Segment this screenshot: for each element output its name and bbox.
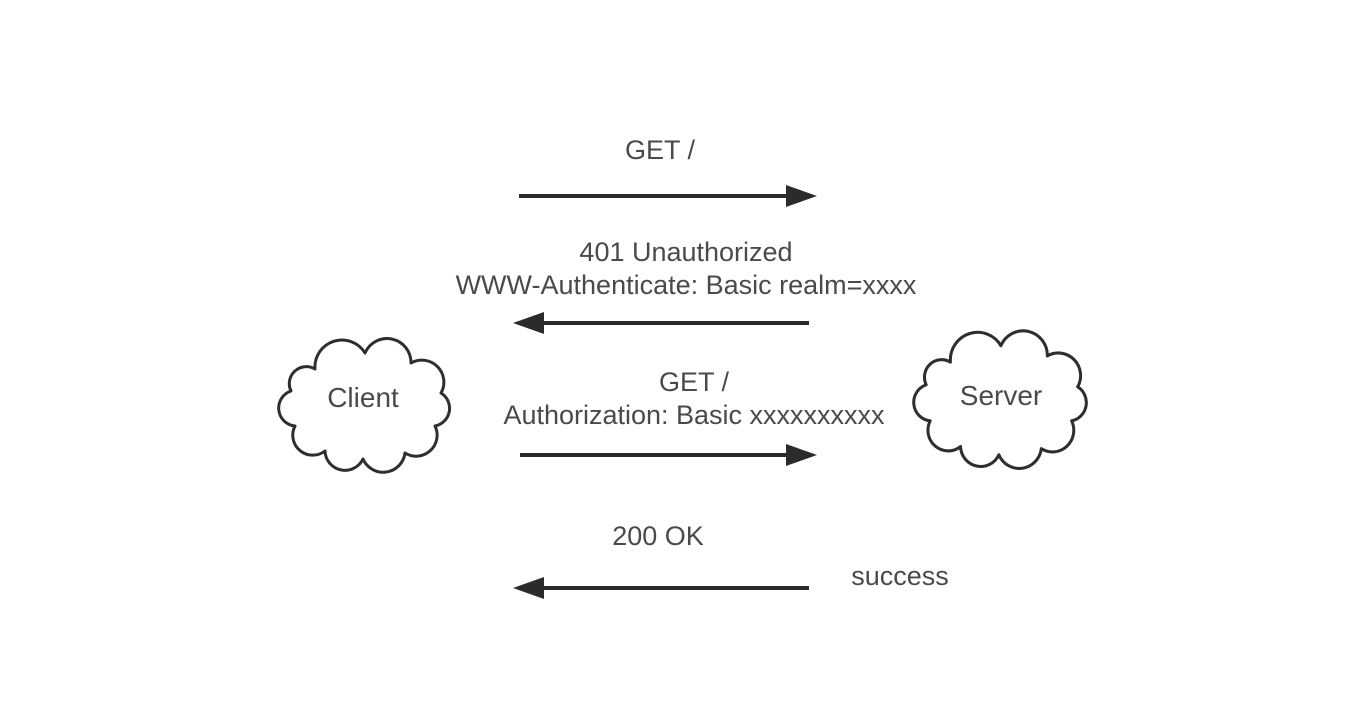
arrow-get-authorized <box>520 444 817 466</box>
message-line: GET / <box>624 135 696 165</box>
message-401-unauthorized: 401 Unauthorized WWW-Authenticate: Basic… <box>456 236 917 302</box>
message-line: GET / <box>658 367 730 397</box>
message-line: 200 OK <box>612 521 704 551</box>
message-line: WWW-Authenticate: Basic realm=xxxx <box>455 270 917 300</box>
message-200-ok: 200 OK <box>612 520 704 553</box>
message-line: Authorization: Basic xxxxxxxxxx <box>503 400 885 430</box>
message-get-root: GET / <box>625 134 695 167</box>
message-line: 401 Unauthorized <box>579 237 793 267</box>
server-node-label: Server <box>959 380 1043 411</box>
message-get-authorized: GET / Authorization: Basic xxxxxxxxxx <box>503 366 884 432</box>
client-node-label: Client <box>327 382 399 413</box>
success-note: success <box>851 561 949 591</box>
arrow-get-root <box>519 185 817 207</box>
arrow-200-ok <box>513 577 809 599</box>
arrow-401-unauthorized <box>513 312 809 334</box>
